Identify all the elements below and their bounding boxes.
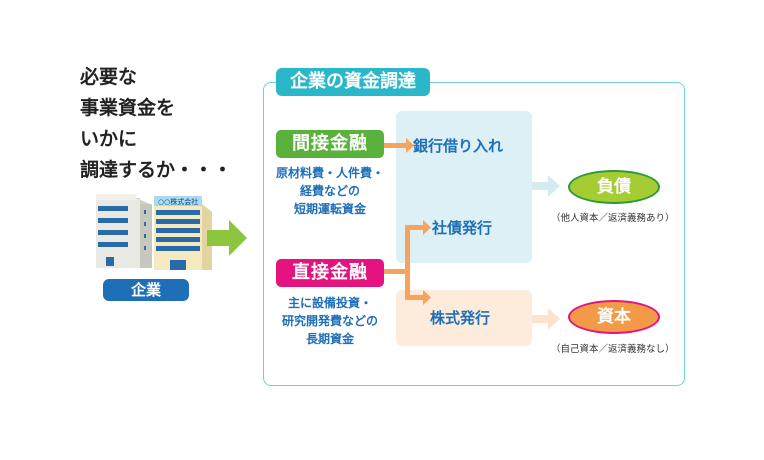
right-arrow-icon: [207, 220, 247, 256]
equity-badge: 資本: [568, 300, 660, 334]
equity-note: （自己資本／返済義務なし）: [551, 344, 675, 355]
desc-line: 主に設備投資・: [287, 296, 372, 310]
company-building-icon: ○○株式会社: [96, 194, 212, 270]
financing-frame: [263, 82, 685, 386]
flow-arrows: [384, 138, 560, 330]
desc-line: 短期運転資金: [293, 202, 366, 216]
method-stock-issue: 株式発行: [430, 309, 491, 327]
company-label: 企業: [103, 279, 189, 301]
headline-line: 事業資金を: [80, 97, 176, 119]
liability-note: （他人資本／返済義務あり）: [551, 213, 675, 224]
arrow-to-liability: [532, 175, 560, 197]
arrow-to-equity: [532, 308, 560, 330]
method-bank-loan: 銀行借り入れ: [413, 137, 504, 155]
debt-methods-panel: [396, 111, 532, 263]
headline-line: 調達するか・・・: [80, 159, 233, 181]
arrow-indirect-to-bank: [384, 138, 414, 153]
desc-line: 原材料費・人件費・: [275, 166, 384, 180]
direct-finance-label: 直接金融: [276, 259, 384, 287]
arrow-direct-branch: [384, 220, 431, 305]
frame-title: 企業の資金調達: [276, 68, 430, 96]
desc-line: 長期資金: [305, 332, 354, 346]
method-bond-issue: 社債発行: [432, 219, 493, 237]
desc-line: 経費などの: [299, 184, 360, 198]
indirect-finance-description: 原材料費・人件費・ 経費などの 短期運転資金: [268, 164, 392, 218]
indirect-finance-label: 間接金融: [276, 130, 384, 158]
liability-badge: 負債: [568, 170, 660, 204]
direct-finance-description: 主に設備投資・ 研究開発費などの 長期資金: [268, 294, 392, 348]
headline-line: 必要な: [80, 66, 138, 88]
company-sign: ○○株式会社: [158, 197, 198, 206]
desc-line: 研究開発費などの: [281, 314, 378, 328]
headline-line: いかに: [80, 128, 138, 150]
headline: 必要な 事業資金を いかに 調達するか・・・: [80, 62, 232, 186]
